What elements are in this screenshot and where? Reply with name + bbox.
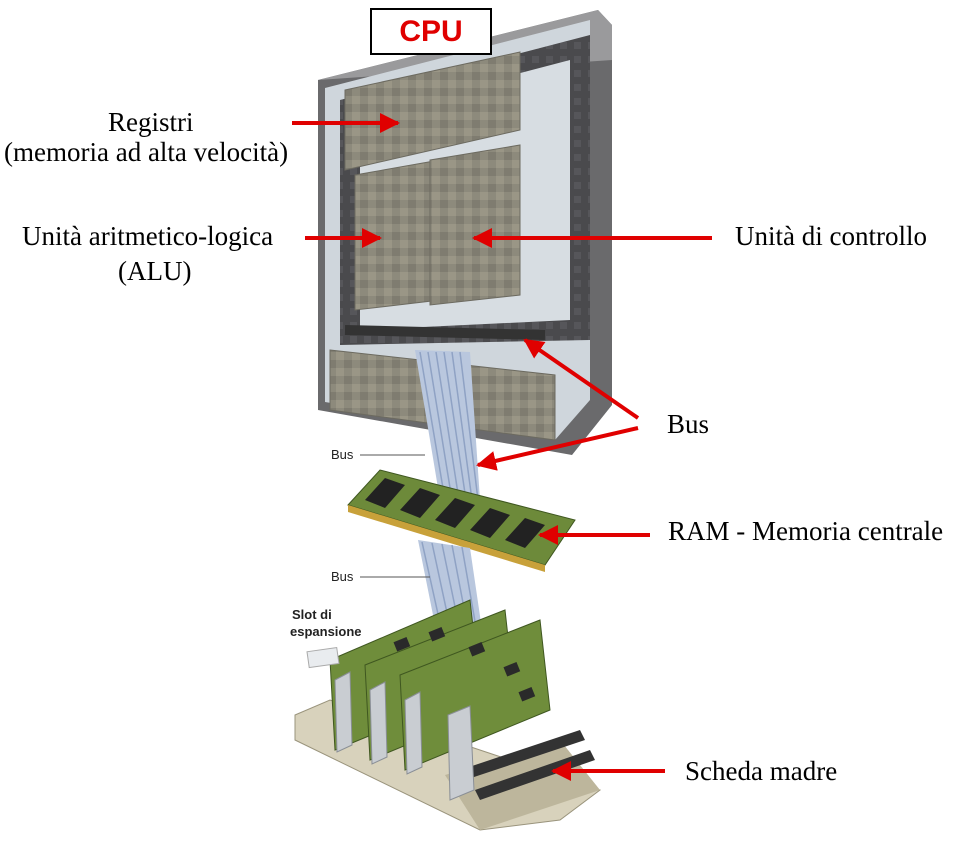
bus-lower-small-label: Bus: [331, 569, 354, 584]
bus-label: Bus: [667, 409, 710, 439]
cpu-title: CPU: [399, 14, 463, 48]
arrow-bus-lower: [476, 426, 639, 471]
registers-label-line1: Registri: [108, 107, 194, 137]
registers-label-line2: (memoria ad alta velocità): [4, 137, 289, 167]
alu-label-line1: Unità aritmetico-logica: [22, 221, 274, 251]
bus-upper-small-label: Bus: [331, 447, 354, 462]
motherboard-label: Scheda madre: [685, 756, 838, 786]
bus-ribbon-upper: [360, 350, 480, 501]
slots-label-line1: Slot di: [292, 607, 332, 622]
pointer-arrows: [292, 113, 712, 781]
slots-label-line2: espansione: [290, 624, 362, 639]
alu-block: [354, 159, 441, 311]
ram-module: [347, 469, 576, 572]
registers-block: [344, 51, 521, 171]
ram-label: RAM - Memoria centrale: [668, 516, 944, 546]
cpu-chip: [318, 10, 612, 455]
control-unit-block: [429, 144, 521, 306]
cpu-title-box: CPU: [370, 8, 492, 55]
arrow-bus-upper: [523, 338, 640, 420]
control-unit-label: Unità di controllo: [735, 221, 927, 251]
alu-label-line2: (ALU): [118, 256, 192, 286]
